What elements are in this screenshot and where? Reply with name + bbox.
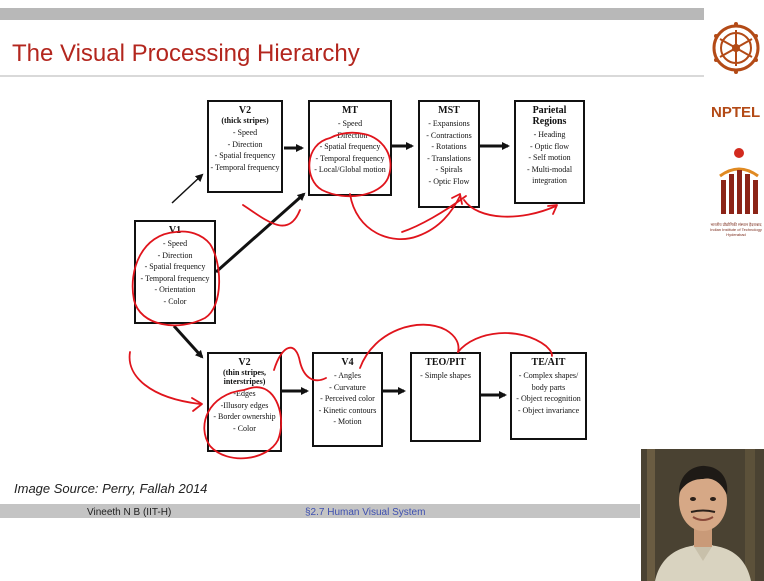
v4-title: V4 — [341, 357, 354, 368]
list-item: - Curvature — [329, 382, 366, 392]
hierarchy-diagram-connectors — [171, 142, 510, 399]
list-item: - Temporal frequency — [315, 153, 385, 163]
mst-feature-list: - Expansions - Contractions - Rotations … — [420, 118, 478, 187]
list-item: - Direction — [157, 250, 193, 260]
box-mt: MT - Speed - Direction - Spatial frequen… — [308, 100, 392, 196]
v1-title: V1 — [168, 225, 182, 236]
mst-title: MST — [438, 105, 460, 116]
list-item: integration — [532, 176, 567, 185]
arrow-v1-to-v2-thin — [172, 324, 204, 359]
list-item: - Contractions — [426, 130, 472, 140]
list-item: - Speed — [337, 119, 363, 128]
list-item: - Expansions — [428, 119, 470, 128]
v1-feature-list: - Speed - Direction - Spatial frequency … — [136, 238, 214, 307]
arrow-v1-to-v2-thick — [171, 173, 204, 204]
v2-thick-subtitle: (thick stripes) — [221, 116, 269, 125]
list-item: - Color — [233, 423, 256, 433]
list-item: - Simple shapes — [420, 371, 471, 380]
nptel-label: NPTEL — [711, 104, 761, 121]
parietal-title: Parietal Regions — [532, 105, 567, 127]
list-item: - Optic flow — [529, 141, 570, 151]
image-source-caption: Image Source: Perry, Fallah 2014 — [14, 481, 208, 496]
box-te-ait: TE/AIT - Complex shapes/ body parts - Ob… — [510, 352, 587, 440]
box-parietal-regions: Parietal Regions - Heading - Optic flow … — [514, 100, 585, 204]
list-item: -Illusory edges — [220, 400, 269, 410]
teo-title: TEO/PIT — [425, 357, 466, 368]
list-item: - Optic Flow — [428, 176, 470, 186]
box-v2-thin-stripes: V2 (thin stripes, interstripes) -Edges -… — [207, 352, 282, 452]
arrow-v1-to-mt — [215, 192, 306, 274]
box-teo-pit: TEO/PIT - Simple shapes — [410, 352, 481, 442]
teo-feature-list: - Simple shapes — [412, 370, 479, 382]
list-item: - Complex shapes/ — [518, 371, 579, 380]
v2-thin-subtitle: (thin stripes, interstripes) — [222, 368, 267, 386]
v2-thick-feature-list: - Speed - Direction - Spatial frequency … — [209, 127, 281, 173]
list-item: - Rotations — [431, 142, 467, 151]
list-item: - Spatial frequency — [214, 151, 276, 160]
list-item: - Speed — [232, 128, 258, 137]
list-item: - Motion — [333, 417, 362, 426]
list-item: - Kinetic contours — [318, 405, 377, 415]
list-item: - Object recognition — [516, 394, 581, 403]
box-v2-thick-stripes: V2 (thick stripes) - Speed - Direction -… — [207, 100, 283, 193]
list-item: - Temporal frequency — [140, 273, 210, 283]
presenter-image-icon — [641, 449, 764, 581]
list-item: - Translations — [427, 153, 471, 163]
list-item: - Spatial frequency — [319, 142, 381, 151]
list-item: - Multi-modal — [526, 164, 573, 174]
v4-feature-list: - Angles - Curvature - Perceived color -… — [314, 370, 381, 428]
list-item: - Perceived color — [320, 394, 375, 403]
slide-title: The Visual Processing Hierarchy — [12, 40, 360, 67]
te-feature-list: - Complex shapes/ body parts - Object re… — [512, 370, 585, 416]
nptel-logo-icon — [712, 22, 760, 74]
presenter-webcam — [641, 449, 764, 581]
mt-title: MT — [341, 105, 359, 116]
list-item: - Orientation — [154, 285, 196, 294]
box-mst: MST - Expansions - Contractions - Rotati… — [418, 100, 480, 208]
list-item: - Spirals — [435, 165, 463, 174]
list-item: - Spatial frequency — [144, 262, 206, 271]
v2-thin-feature-list: -Edges -Illusory edges - Border ownershi… — [209, 388, 280, 434]
parietal-feature-list: - Heading - Optic flow - Self motion - M… — [516, 129, 583, 187]
list-item: - Direction — [332, 130, 368, 140]
footer-bar — [0, 504, 640, 518]
title-divider — [0, 75, 704, 77]
iith-logo-icon — [719, 148, 759, 214]
mt-feature-list: - Speed - Direction - Spatial frequency … — [310, 118, 390, 176]
list-item: - Speed — [162, 239, 188, 248]
list-item: - Self motion — [528, 153, 571, 162]
list-item: - Border ownership — [213, 412, 276, 421]
list-item: body parts — [531, 382, 566, 392]
footer-section-link[interactable]: §2.7 Human Visual System — [305, 507, 426, 518]
te-title: TE/AIT — [531, 357, 566, 368]
box-v1: V1 - Speed - Direction - Spatial frequen… — [134, 220, 216, 324]
list-item: - Object invariance — [517, 405, 580, 415]
list-item: -Edges — [233, 389, 256, 398]
list-item: - Color — [163, 296, 187, 306]
list-item: - Angles — [334, 371, 361, 380]
list-item: - Local/Global motion — [314, 165, 386, 174]
box-v4: V4 - Angles - Curvature - Perceived colo… — [312, 352, 383, 447]
list-item: - Temporal frequency — [210, 162, 280, 172]
list-item: - Heading — [533, 130, 566, 139]
v2-thin-title: V2 — [238, 357, 251, 368]
iith-caption: भारतीय प्रौद्योगिकी संस्थान हैदराबाद Ind… — [710, 222, 762, 237]
list-item: - Direction — [227, 139, 263, 149]
footer-author: Vineeth N B (IIT-H) — [87, 507, 172, 518]
top-header-bar — [0, 8, 704, 20]
v2-thick-title: V2 — [238, 105, 252, 116]
